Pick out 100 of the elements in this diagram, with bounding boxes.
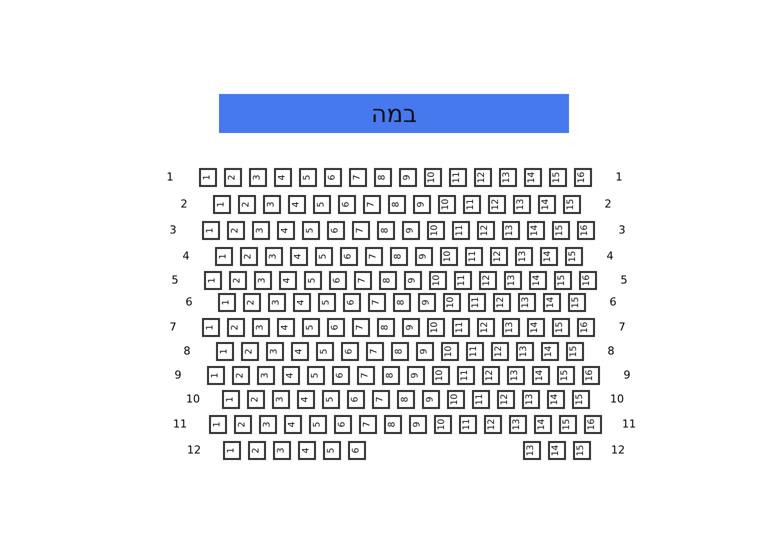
seat-box: 5 bbox=[318, 292, 336, 312]
seat-box: 7 bbox=[354, 270, 372, 290]
seat-box: 4 bbox=[297, 390, 315, 408]
row-number: 12 bbox=[611, 444, 625, 456]
seat-box: 7 bbox=[366, 342, 384, 360]
seat-box: 12 bbox=[477, 220, 495, 240]
seat-box: 11 bbox=[449, 168, 467, 186]
seat-box: 5 bbox=[316, 342, 334, 360]
seat-box: 8 bbox=[377, 318, 395, 336]
row-number: 12 bbox=[187, 444, 201, 456]
seat-box: 7 bbox=[372, 390, 390, 408]
seat-box: 6 bbox=[347, 390, 365, 408]
seat-box: 9 bbox=[416, 342, 434, 360]
seat-box: 12 bbox=[497, 390, 515, 408]
row-number: 1 bbox=[166, 172, 174, 182]
row-number: 8 bbox=[184, 346, 190, 356]
seat-box: 11 bbox=[452, 318, 470, 336]
seat-box: 2 bbox=[247, 390, 265, 408]
seat-box: 13 bbox=[516, 342, 534, 360]
stage-box: במה bbox=[219, 94, 569, 133]
seat-box: 5 bbox=[322, 390, 340, 408]
seat-box: 6 bbox=[327, 318, 345, 336]
seat-box: 13 bbox=[499, 168, 517, 186]
seat-box: 4 bbox=[284, 414, 302, 434]
seat-box: 6 bbox=[340, 246, 358, 266]
row-number: 8 bbox=[608, 346, 614, 356]
seat-box: 8 bbox=[377, 220, 395, 240]
seat-box: 8 bbox=[390, 246, 408, 266]
seat-box: 12 bbox=[482, 366, 500, 384]
seat-box: 2 bbox=[227, 318, 245, 336]
seat-box: 9 bbox=[407, 366, 425, 384]
seat-box: 11 bbox=[452, 220, 470, 240]
seat-box: 8 bbox=[379, 270, 397, 290]
seat-box: 4 bbox=[277, 220, 295, 240]
seat-box: 3 bbox=[252, 318, 270, 336]
seat-box: 12 bbox=[474, 168, 492, 186]
seat-box: 10 bbox=[438, 194, 456, 214]
seat-box: 11 bbox=[463, 194, 481, 214]
row-number: 3 bbox=[618, 224, 626, 236]
seat-box: 4 bbox=[291, 342, 309, 360]
seat-box: 2 bbox=[227, 220, 245, 240]
seat-box: 10 bbox=[427, 220, 445, 240]
row-number: 4 bbox=[182, 250, 190, 262]
seat-box: 6 bbox=[327, 220, 345, 240]
seat-box: 5 bbox=[304, 270, 322, 290]
seat-box: 11 bbox=[465, 246, 483, 266]
seat-box: 3 bbox=[266, 342, 284, 360]
seat-box: 11 bbox=[468, 292, 486, 312]
seat-box: 5 bbox=[313, 194, 331, 214]
seat-box: 15 bbox=[565, 246, 583, 266]
seat-box: 5 bbox=[299, 168, 317, 186]
seat-box: 12 bbox=[477, 318, 495, 336]
seat-box: 11 bbox=[454, 270, 472, 290]
seat-box: 3 bbox=[273, 440, 291, 460]
row-number: 3 bbox=[170, 224, 176, 236]
seat-box: 12 bbox=[488, 194, 506, 214]
seat-box: 16 bbox=[577, 220, 595, 240]
seat-box: 10 bbox=[441, 342, 459, 360]
seat-box: 14 bbox=[532, 366, 550, 384]
seat-box: 15 bbox=[552, 220, 570, 240]
seat-box: 15 bbox=[573, 440, 591, 460]
seat-box: 8 bbox=[391, 342, 409, 360]
seat-box: 6 bbox=[324, 168, 342, 186]
row-number: 9 bbox=[624, 370, 630, 380]
seat-box: 1 bbox=[213, 194, 231, 214]
seat-box: 15 bbox=[568, 292, 586, 312]
seat-box: 2 bbox=[240, 246, 258, 266]
seat-box: 15 bbox=[572, 390, 590, 408]
seat-box: 1 bbox=[209, 414, 227, 434]
seat-box: 7 bbox=[363, 194, 381, 214]
seat-box: 15 bbox=[563, 194, 581, 214]
seat-box: 7 bbox=[352, 318, 370, 336]
seat-box: 11 bbox=[466, 342, 484, 360]
seat-box: 1 bbox=[215, 246, 233, 266]
seat-box: 14 bbox=[547, 390, 565, 408]
seat-box: 12 bbox=[479, 270, 497, 290]
seat-box: 5 bbox=[315, 246, 333, 266]
seat-box: 2 bbox=[224, 168, 242, 186]
row-number: 6 bbox=[610, 296, 616, 308]
seat-box: 15 bbox=[557, 366, 575, 384]
seat-box: 9 bbox=[402, 220, 420, 240]
seat-box: 4 bbox=[279, 270, 297, 290]
seat-box: 13 bbox=[509, 414, 527, 434]
seat-box: 1 bbox=[202, 318, 220, 336]
seat-box: 6 bbox=[348, 440, 366, 460]
seat-box: 8 bbox=[388, 194, 406, 214]
seat-box: 13 bbox=[523, 440, 541, 460]
seat-box: 6 bbox=[334, 414, 352, 434]
seat-box: 3 bbox=[254, 270, 272, 290]
seat-box: 13 bbox=[513, 194, 531, 214]
seat-box: 7 bbox=[357, 366, 375, 384]
seat-box: 4 bbox=[277, 318, 295, 336]
seat-box: 4 bbox=[293, 292, 311, 312]
seat-box: 7 bbox=[349, 168, 367, 186]
seat-box: 12 bbox=[491, 342, 509, 360]
seat-box: 9 bbox=[402, 318, 420, 336]
seat-box: 10 bbox=[447, 390, 465, 408]
seat-box: 2 bbox=[234, 414, 252, 434]
seat-box: 9 bbox=[404, 270, 422, 290]
seat-box: 1 bbox=[202, 220, 220, 240]
